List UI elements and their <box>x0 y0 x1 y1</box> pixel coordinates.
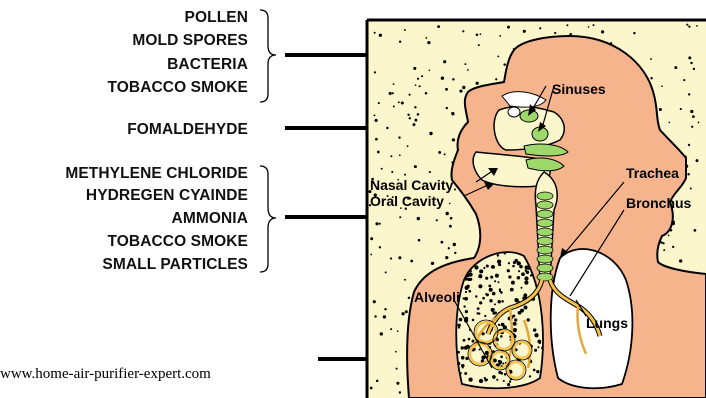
respiratory-system-illustration: Sinuses Nasal Cavity Oral Cavity Trachea… <box>364 0 706 398</box>
pointer-line-group-1 <box>285 53 367 57</box>
label-nasal-cavity: Nasal Cavity <box>370 177 453 193</box>
label-alveoli: Alveoli <box>414 289 460 305</box>
label-sinuses: Sinuses <box>552 81 606 97</box>
pollutant-label: HYDREGEN CYAINDE <box>86 186 248 205</box>
pollutant-label: BACTERIA <box>167 55 248 74</box>
sinus <box>508 107 520 117</box>
pollutant-label: FOMALDEHYDE <box>127 120 248 139</box>
label-lungs: Lungs <box>586 315 628 331</box>
label-oral-cavity: Oral Cavity <box>370 193 444 209</box>
label-trachea: Trachea <box>626 165 679 181</box>
label-bronchus: Bronchus <box>626 195 692 211</box>
pointer-line-source <box>318 357 367 361</box>
source-url: www.home-air-purifier-expert.com <box>0 366 211 383</box>
pollutant-label: POLLEN <box>185 8 248 27</box>
brace-group-1 <box>258 8 284 104</box>
pointer-line-group-2 <box>285 126 367 130</box>
pollutant-label: TOBACCO SMOKE <box>107 78 248 97</box>
brace-group-3 <box>258 164 284 274</box>
pointer-line-group-3 <box>285 215 367 219</box>
pollutant-label: AMMONIA <box>172 209 248 228</box>
pollutant-label: METHYLENE CHLORIDE <box>65 164 248 183</box>
pollutant-label: MOLD SPORES <box>132 31 248 50</box>
pollutant-label: SMALL PARTICLES <box>102 255 248 274</box>
pollutant-label: TOBACCO SMOKE <box>107 232 248 251</box>
